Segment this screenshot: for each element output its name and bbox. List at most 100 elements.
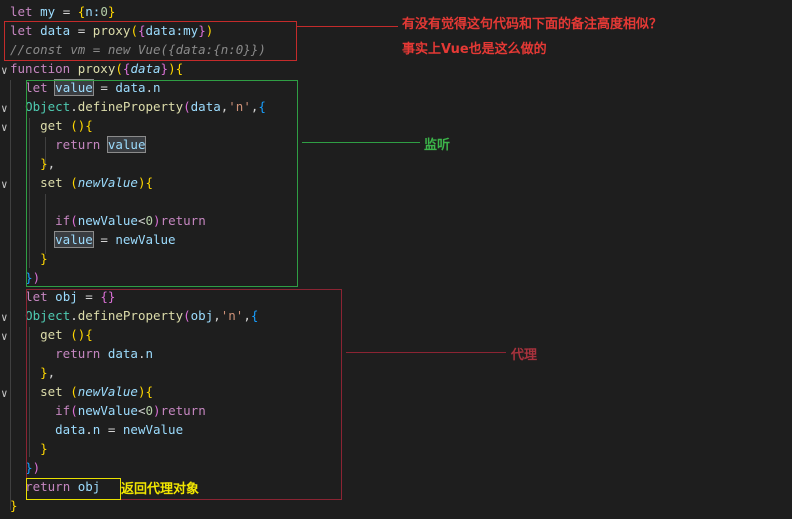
code-line[interactable]: }) <box>0 458 792 477</box>
code-token <box>10 232 55 247</box>
code-token: . <box>137 346 146 361</box>
code-line[interactable]: set (newValue){ <box>0 173 792 192</box>
connector-line <box>302 142 420 143</box>
code-token: } <box>107 4 116 19</box>
code-token: n: <box>85 4 101 19</box>
code-token <box>10 403 55 418</box>
code-token: n <box>153 80 161 95</box>
code-token <box>10 80 25 95</box>
code-token: ) <box>32 270 41 285</box>
code-token: , <box>47 365 56 380</box>
code-token: = <box>100 422 123 437</box>
code-token: data <box>130 61 161 76</box>
code-token: value <box>54 79 94 96</box>
code-line[interactable]: } <box>0 439 792 458</box>
code-token <box>10 479 25 494</box>
code-token: if <box>55 403 71 418</box>
code-token: 0 <box>145 213 154 228</box>
fold-chevron-icon[interactable]: ∨ <box>1 64 8 77</box>
code-token: obj <box>190 308 214 323</box>
code-line[interactable]: let data = proxy({data:my}) <box>0 21 792 40</box>
code-token: { <box>85 327 93 342</box>
code-token: return <box>55 137 108 152</box>
code-token: . <box>85 422 93 437</box>
code-token: , <box>213 308 221 323</box>
code-line[interactable]: data.n = newValue <box>0 420 792 439</box>
code-token <box>10 422 55 437</box>
code-token: function <box>10 61 78 76</box>
code-token: let <box>10 4 41 19</box>
code-token: let <box>25 289 56 304</box>
code-token: . <box>145 80 154 95</box>
code-token: { <box>145 175 154 190</box>
code-line[interactable]: }) <box>0 268 792 287</box>
code-token: get <box>40 118 71 133</box>
code-line[interactable]: return obj <box>0 477 792 496</box>
code-line[interactable]: } <box>0 496 792 515</box>
code-token <box>10 308 25 323</box>
indent-guide <box>10 80 11 510</box>
code-line[interactable]: return data.n <box>0 344 792 363</box>
code-line[interactable]: set (newValue){ <box>0 382 792 401</box>
code-token: ( <box>183 308 191 323</box>
code-token: proxy <box>92 23 131 38</box>
code-line[interactable]: let obj = {} <box>0 287 792 306</box>
code-token: ( <box>70 213 78 228</box>
code-token <box>10 175 40 190</box>
fold-chevron-icon[interactable]: ∨ <box>1 387 8 400</box>
code-token: newValue <box>115 232 176 247</box>
code-token: let <box>10 23 41 38</box>
code-token: value <box>54 231 94 248</box>
code-line[interactable]: Object.defineProperty(obj,'n',{ <box>0 306 792 325</box>
code-line[interactable]: //const vm = new Vue({data:{n:0}}) <box>0 40 792 59</box>
code-line[interactable]: value = newValue <box>0 230 792 249</box>
fold-chevron-icon[interactable]: ∨ <box>1 121 8 134</box>
code-token <box>10 460 25 475</box>
code-line[interactable]: if(newValue<0)return <box>0 401 792 420</box>
code-token: {} <box>100 289 116 304</box>
code-token: } <box>40 156 48 171</box>
code-token: ) <box>205 23 214 38</box>
code-line[interactable]: get (){ <box>0 325 792 344</box>
code-line[interactable]: let my = {n:0} <box>0 2 792 21</box>
code-token: return <box>160 403 206 418</box>
code-token: = <box>77 289 101 304</box>
code-token: n <box>145 346 154 361</box>
code-line[interactable]: if(newValue<0)return <box>0 211 792 230</box>
code-token: newValue <box>122 422 184 437</box>
code-token: } <box>160 61 169 76</box>
fold-chevron-icon[interactable]: ∨ <box>1 330 8 343</box>
code-token: Object <box>25 99 71 114</box>
annotation-top-line1: 有没有觉得这句代码和下面的备注高度相似？ <box>402 17 663 32</box>
code-token <box>10 346 55 361</box>
fold-chevron-icon[interactable]: ∨ <box>1 311 8 324</box>
code-line[interactable]: }, <box>0 363 792 382</box>
code-line[interactable]: }, <box>0 154 792 173</box>
code-token <box>10 137 55 152</box>
code-token <box>10 384 40 399</box>
connector-line <box>296 26 398 27</box>
code-line[interactable]: function proxy({data}){ <box>0 59 792 78</box>
code-token: newValue <box>77 213 138 228</box>
code-token: = <box>92 80 116 95</box>
code-line[interactable]: Object.defineProperty(data,'n',{ <box>0 97 792 116</box>
code-token: data <box>107 346 138 361</box>
code-token: newValue <box>77 175 138 190</box>
fold-chevron-icon[interactable]: ∨ <box>1 178 8 191</box>
code-line[interactable]: return value <box>0 135 792 154</box>
code-token: data: <box>145 23 184 38</box>
code-line[interactable]: get (){ <box>0 116 792 135</box>
code-line[interactable]: let value = data.n <box>0 78 792 97</box>
code-token: 'n' <box>220 308 244 323</box>
code-token: defineProperty <box>77 308 184 323</box>
code-token: { <box>250 308 259 323</box>
code-line[interactable]: } <box>0 249 792 268</box>
fold-chevron-icon[interactable]: ∨ <box>1 102 8 115</box>
code-token: { <box>85 118 93 133</box>
indent-guide <box>45 194 46 254</box>
code-line[interactable] <box>0 192 792 211</box>
annotation-top-line2: 事实上Vue也是这么做的 <box>402 42 547 57</box>
code-token: 0 <box>100 4 108 19</box>
